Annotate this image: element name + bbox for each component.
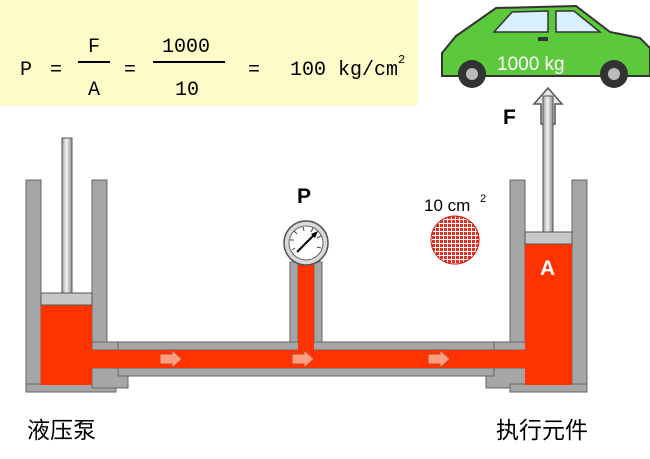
actuator-cylinder: A xyxy=(485,95,588,393)
pump-outlet-fluid xyxy=(92,350,107,368)
actuator-label: 执行元件 xyxy=(496,418,588,444)
actuator-bottom-wall xyxy=(509,383,588,393)
actuator-fluid xyxy=(525,244,572,385)
flow-arrow-2 xyxy=(291,348,315,370)
branch-left-wall xyxy=(289,261,299,343)
force-label: F xyxy=(503,106,516,129)
pump-left-wall xyxy=(25,179,42,391)
gauge-tick xyxy=(302,226,305,232)
actuator-right-wall xyxy=(571,179,588,391)
formula-a: A xyxy=(88,79,100,102)
area-indicator: 10 cm 2 xyxy=(424,193,486,265)
car-front-hub xyxy=(466,68,478,80)
car-weight-label: 1000 kg xyxy=(497,54,565,75)
formula-box: P = F A = 1000 10 = 100 kg/cm 2 xyxy=(0,0,418,106)
piston-area-label: A xyxy=(540,257,555,280)
formula-equals-3: = xyxy=(248,59,260,82)
pressure-gauge: P xyxy=(283,185,329,266)
pump-cylinder xyxy=(25,137,129,393)
gauge-needle-tip xyxy=(311,231,318,238)
area-circle xyxy=(430,215,480,265)
formula-result: 100 kg/cm xyxy=(290,59,398,82)
car-rear-hub xyxy=(608,68,620,80)
car-front-window xyxy=(492,10,549,33)
area-label-exponent: 2 xyxy=(480,193,486,205)
actuator-piston xyxy=(524,231,573,245)
pipe-bottom-wall xyxy=(117,367,495,377)
car-rear-window xyxy=(555,10,603,33)
formula-f: F xyxy=(88,36,100,59)
branch-fluid xyxy=(298,262,314,354)
area-label: 10 cm xyxy=(424,196,470,215)
car: 1000 kg xyxy=(441,4,650,88)
formula-denominator: 10 xyxy=(175,79,199,102)
pump-label: 液压泵 xyxy=(27,418,96,444)
pump-right-wall xyxy=(91,179,108,343)
gauge-needle xyxy=(296,232,317,253)
gauge-tick xyxy=(293,230,298,235)
gauge-label: P xyxy=(297,185,311,208)
car-door-handle xyxy=(538,37,548,41)
flow-arrow-1 xyxy=(159,348,183,370)
actuator-left-wall xyxy=(509,179,526,343)
gauge-tick xyxy=(310,227,314,233)
flow-arrows xyxy=(159,348,451,370)
gauge-tick xyxy=(291,247,296,251)
gauge-tick xyxy=(316,235,322,239)
formula-p: P xyxy=(20,59,32,82)
formula-result-exponent: 2 xyxy=(398,53,405,67)
gauge-tick xyxy=(316,246,322,249)
formula-background xyxy=(0,0,418,106)
pump-fluid xyxy=(41,305,92,385)
formula-equals-1: = xyxy=(50,59,62,82)
formula-equals-2: = xyxy=(124,59,136,82)
pump-piston xyxy=(40,292,93,306)
branch-right-wall xyxy=(313,261,323,343)
pump-rod xyxy=(61,137,73,294)
flow-arrow-3 xyxy=(427,348,451,370)
actuator-rod xyxy=(542,95,554,233)
formula-numerator: 1000 xyxy=(162,36,210,59)
